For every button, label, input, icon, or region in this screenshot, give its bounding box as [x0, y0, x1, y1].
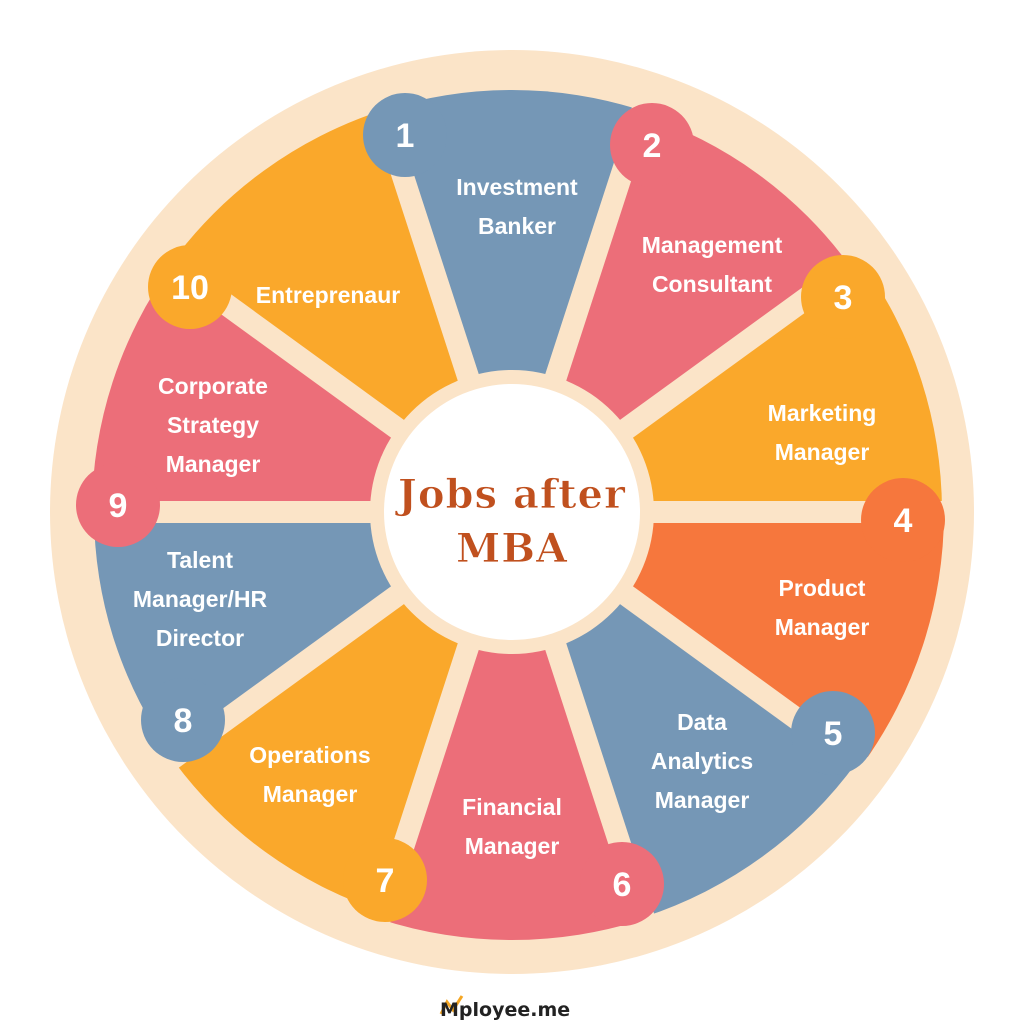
- number-badge-4: [861, 478, 945, 562]
- job-label-line: Data: [677, 709, 727, 735]
- title-line-2: MBA: [456, 525, 568, 572]
- number-8: 8: [174, 702, 193, 740]
- job-label-line: Manager: [465, 833, 560, 859]
- segment-1: [381, 90, 643, 513]
- job-label-line: Consultant: [652, 271, 772, 297]
- number-badge-9: [76, 463, 160, 547]
- number-2: 2: [643, 127, 662, 165]
- job-label-line: Manager/HR: [133, 586, 268, 612]
- job-label-line: Investment: [456, 174, 578, 200]
- number-5: 5: [824, 715, 843, 753]
- number-badge-8: [141, 678, 225, 762]
- number-3: 3: [834, 279, 853, 317]
- number-badge-10: [148, 245, 232, 329]
- number-badge-1: [363, 93, 447, 177]
- job-label-line: Manager: [775, 614, 870, 640]
- job-label-line: Product: [779, 575, 866, 601]
- mployee-logo: Mployee.me: [439, 995, 570, 1021]
- center-circle: [384, 384, 640, 640]
- logo-check-icon: [439, 995, 464, 1015]
- job-label-line: Management: [642, 232, 783, 258]
- number-badge-7: [343, 838, 427, 922]
- logo-text: Mployee.me: [440, 999, 570, 1021]
- job-label-line: Talent: [167, 547, 233, 573]
- number-6: 6: [613, 866, 632, 904]
- number-9: 9: [109, 487, 128, 525]
- number-1: 1: [396, 117, 415, 155]
- number-badge-2: [610, 103, 694, 187]
- job-label-line: Marketing: [768, 400, 877, 426]
- job-label-line: Operations: [249, 742, 370, 768]
- number-badge-5: [791, 691, 875, 775]
- job-label-line: Financial: [462, 794, 562, 820]
- job-label-line: Analytics: [651, 748, 753, 774]
- number-badge-3: [801, 255, 885, 339]
- job-label-line: Entreprenaur: [256, 282, 400, 308]
- number-7: 7: [376, 862, 395, 900]
- job-label-line: Manager: [166, 451, 261, 477]
- job-label-line: Director: [156, 625, 244, 651]
- title-line-1: Jobs after: [395, 471, 626, 518]
- job-label-line: Strategy: [167, 412, 259, 438]
- job-label-line: Banker: [478, 213, 556, 239]
- number-4: 4: [894, 502, 913, 540]
- job-label-line: Manager: [655, 787, 750, 813]
- job-label-line: Manager: [775, 439, 870, 465]
- number-badge-6: [580, 842, 664, 926]
- segment-6: [379, 512, 645, 941]
- job-label-line: Manager: [263, 781, 358, 807]
- number-10: 10: [171, 269, 209, 307]
- job-label-line: Corporate: [158, 373, 268, 399]
